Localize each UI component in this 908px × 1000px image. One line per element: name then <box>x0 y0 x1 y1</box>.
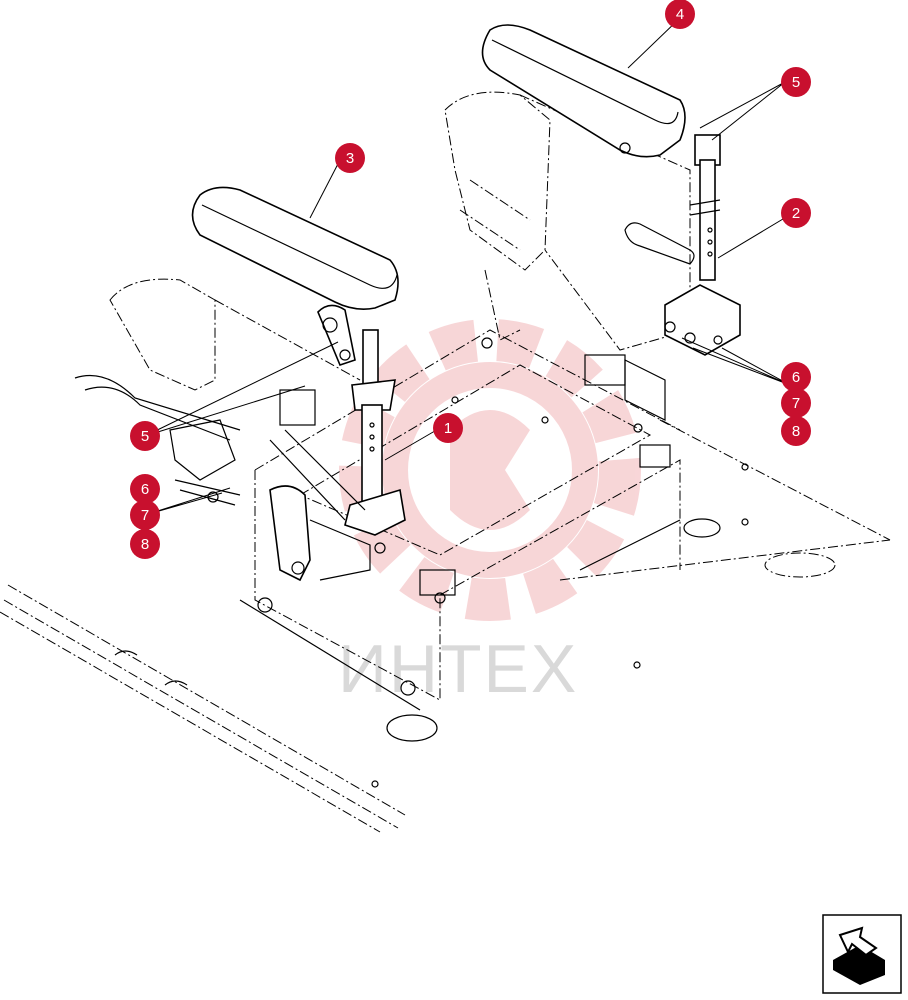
svg-text:6: 6 <box>792 369 800 386</box>
svg-text:1: 1 <box>444 420 452 437</box>
leader-lines <box>144 17 794 516</box>
svg-text:5: 5 <box>792 74 800 91</box>
svg-text:3: 3 <box>346 150 354 167</box>
next-page-arrow-icon[interactable] <box>822 914 902 994</box>
svg-text:8: 8 <box>792 423 800 440</box>
floor-plate <box>371 419 891 788</box>
callout-1[interactable]: 1 <box>433 413 463 443</box>
callout-5-left[interactable]: 5 <box>130 421 160 451</box>
svg-text:4: 4 <box>676 6 684 23</box>
svg-text:7: 7 <box>141 507 149 524</box>
svg-text:7: 7 <box>792 395 800 412</box>
right-armrest <box>481 24 741 356</box>
callout-6-left[interactable]: 6 <box>130 474 160 504</box>
svg-text:2: 2 <box>792 205 800 222</box>
callout-2[interactable]: 2 <box>781 198 811 228</box>
callout-7-left[interactable]: 7 <box>130 500 160 530</box>
left-seat-frame <box>74 278 361 506</box>
callout-3[interactable]: 3 <box>335 143 365 173</box>
left-armrest <box>191 186 406 582</box>
watermark-logo <box>339 319 641 621</box>
svg-text:6: 6 <box>141 481 149 498</box>
callout-8-left[interactable]: 8 <box>130 529 160 559</box>
callout-6-right[interactable]: 6 <box>781 362 811 392</box>
svg-text:5: 5 <box>141 428 149 445</box>
watermark-text: ИНТЕХ <box>338 631 578 707</box>
console-base <box>239 329 681 711</box>
callout-7-right[interactable]: 7 <box>781 388 811 418</box>
callout-4[interactable]: 4 <box>665 0 695 29</box>
callouts: 1 2 3 4 5 5 6 7 8 6 7 8 <box>130 0 811 559</box>
floor-rails <box>0 584 406 833</box>
svg-text:8: 8 <box>141 536 149 553</box>
callout-8-right[interactable]: 8 <box>781 416 811 446</box>
callout-5-right[interactable]: 5 <box>781 67 811 97</box>
